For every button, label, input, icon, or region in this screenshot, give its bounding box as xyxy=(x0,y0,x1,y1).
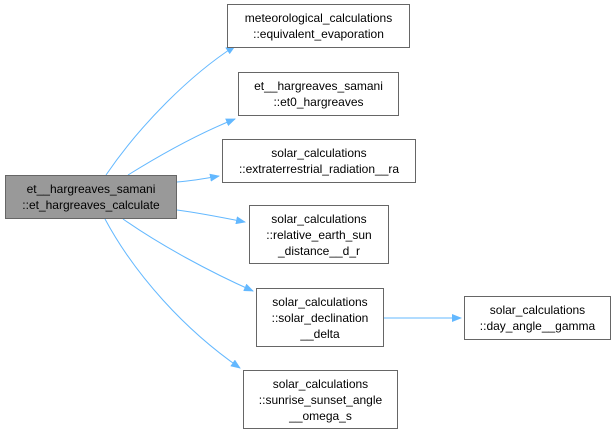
node-day-angle-gamma[interactable]: solar_calculations ::day_angle__gamma xyxy=(464,296,611,340)
node-label-line: ::extraterrestrial_radiation__ra xyxy=(238,162,400,176)
node-label-line: __delta xyxy=(300,326,340,341)
node-label-line: ::equivalent_evaporation xyxy=(253,27,384,41)
node-label-line: solar_calculations xyxy=(271,211,367,226)
node-solar-declination[interactable]: solar_calculations ::solar_declination _… xyxy=(256,288,384,347)
node-label-line: et__hargreaves_samani xyxy=(254,79,383,93)
node-label-line: solar_calculations xyxy=(271,146,367,160)
node-label-line: _distance__d_r xyxy=(277,243,361,258)
node-relative-earth-sun-distance[interactable]: solar_calculations ::relative_earth_sun … xyxy=(249,205,389,264)
node-label-line: __omega_s xyxy=(289,408,352,423)
node-label-line: ::sunrise_sunset_angle xyxy=(258,392,383,407)
edge-to-et0-hargreaves xyxy=(127,118,236,176)
node-label-line: ::day_angle__gamma xyxy=(479,319,596,333)
edge-to-relative-earth-sun-distance xyxy=(176,209,246,225)
edge-to-solar-declination xyxy=(122,218,254,292)
node-label-line: solar_calculations xyxy=(272,294,368,309)
edge-to-extraterrestrial-radiation xyxy=(176,173,220,183)
node-et0-hargreaves[interactable]: et__hargreaves_samani ::et0_hargreaves xyxy=(238,72,399,116)
edge-to-equivalent-evaporation xyxy=(105,45,236,176)
node-label-line: solar_calculations xyxy=(489,303,586,317)
node-label-line: ::solar_declination xyxy=(271,310,369,325)
node-extraterrestrial-radiation[interactable]: solar_calculations ::extraterrestrial_ra… xyxy=(222,139,416,183)
node-et-hargreaves-calculate: et__hargreaves_samani ::et_hargreaves_ca… xyxy=(5,175,177,219)
node-label-line: solar_calculations xyxy=(272,376,369,391)
node-label-line: ::relative_earth_sun xyxy=(266,227,372,242)
edge-to-sunrise-sunset-angle xyxy=(104,218,241,369)
node-label-line: meteorological_calculations xyxy=(244,11,393,25)
node-label-line: ::et0_hargreaves xyxy=(273,95,364,109)
node-root-line-1: et__hargreaves_samani xyxy=(26,182,156,196)
node-root-line-2: ::et_hargreaves_calculate xyxy=(22,198,160,212)
node-sunrise-sunset-angle[interactable]: solar_calculations ::sunrise_sunset_angl… xyxy=(243,370,398,429)
node-equivalent-evaporation[interactable]: meteorological_calculations ::equivalent… xyxy=(227,4,410,48)
